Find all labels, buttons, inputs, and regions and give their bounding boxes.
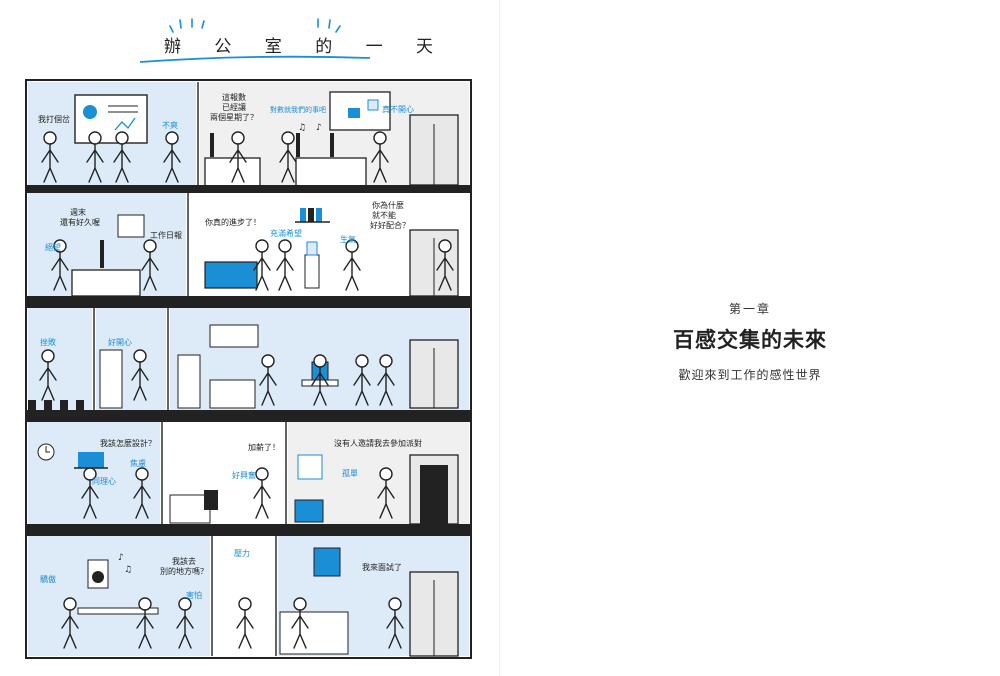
caption-excited: 好興奮 <box>232 470 256 480</box>
caption-empathy: 同理心 <box>92 477 116 486</box>
caption-why-2: 就不能 <box>372 210 396 220</box>
chapter-title: 百感交集的未來 <box>673 328 827 352</box>
floor-2: 週末 還有好久喔 絕望 工作日報 你真的進步了！ 充滿希望 生氣 你為什麼 就不… <box>28 193 469 297</box>
caption-report-1: 這報數 <box>222 92 246 102</box>
caption-angry: 生氣 <box>340 234 356 244</box>
caption-why-1: 你為什麼 <box>372 200 404 210</box>
caption-annoyed: 不爽 <box>162 121 178 130</box>
caption-weekend-1: 週末 <box>70 207 86 217</box>
room-5-1 <box>28 536 210 656</box>
caption-interview: 我來面試了 <box>362 562 402 572</box>
chapter-subtitle: 歡迎來到工作的感性世界 <box>678 368 822 382</box>
caption-daily-report: 工作日報 <box>150 230 182 240</box>
illustration-title: 辦 公 室 的 一 天 <box>139 14 433 66</box>
right-page: 第一章 百感交集的未來 歡迎來到工作的感性世界 <box>500 0 1000 676</box>
floor-4: 我該怎麼設計？ 焦慮 同理心 加薪了！ 好興奮 沒有人邀請我去參加派對 孤單 <box>28 422 469 525</box>
title-burst-icon <box>139 18 371 63</box>
caption-go-elsewhere-1: 我該去 <box>172 556 196 566</box>
caption-anxious: 焦慮 <box>130 458 146 468</box>
caption-unhappy: 真不開心 <box>382 104 414 114</box>
floor-5: ♪ ♫ 驕傲 我該去 別的地方嗎？ 害怕 壓力 我來面試了 <box>28 536 469 657</box>
caption-go-elsewhere-2: 別的地方嗎？ <box>160 566 208 576</box>
caption-music-note-2: ♪ <box>316 123 322 133</box>
caption-weekend-2: 還有好久喔 <box>60 217 100 227</box>
caption-you-improved: 你真的進步了！ <box>205 217 261 227</box>
floor-3: 挫敗 好開心 <box>28 308 469 410</box>
caption-why-3: 好好配合？ <box>370 220 410 230</box>
left-page: 辦 公 室 的 一 天 <box>25 14 472 659</box>
caption-afraid: 害怕 <box>186 590 202 600</box>
room-3-1 <box>28 308 92 410</box>
caption-proud: 驕傲 <box>40 574 56 584</box>
caption-despair: 絕望 <box>45 242 61 252</box>
chapter-number: 第一章 <box>728 302 771 316</box>
caption-how-design: 我該怎麼設計？ <box>100 438 156 448</box>
caption-music-note-1: ♫ <box>298 123 306 133</box>
caption-pressure: 壓力 <box>234 548 250 558</box>
caption-overthinking: 好開心 <box>108 337 132 347</box>
caption-lonely: 孤單 <box>342 468 358 478</box>
caption-music-note-4: ♫ <box>124 565 132 575</box>
caption-raise: 加薪了！ <box>248 442 280 452</box>
caption-interrupt: 我打個岔 <box>38 114 70 124</box>
caption-no-party-invite: 沒有人邀請我去參加派對 <box>334 438 422 448</box>
caption-report-3: 兩個星期了？ <box>210 112 258 122</box>
page-fold <box>499 0 500 676</box>
caption-frustrated: 挫敗 <box>40 337 56 347</box>
caption-our-business: 對數就我們的事吧 <box>270 105 326 114</box>
office-building-illustration: 我打個岔 不爽 這報數 已經讓 兩個星期了？ 對數就我們的事吧 ♫ ♪ 真不開心 <box>25 79 472 659</box>
caption-hopeful: 充滿希望 <box>270 228 302 238</box>
title-text: 辦 公 室 的 一 天 <box>164 37 448 57</box>
caption-music-note-3: ♪ <box>118 553 124 563</box>
caption-report-2: 已經讓 <box>222 102 246 112</box>
floor-1: 我打個岔 不爽 這報數 已經讓 兩個星期了？ 對數就我們的事吧 ♫ ♪ 真不開心 <box>28 82 469 187</box>
